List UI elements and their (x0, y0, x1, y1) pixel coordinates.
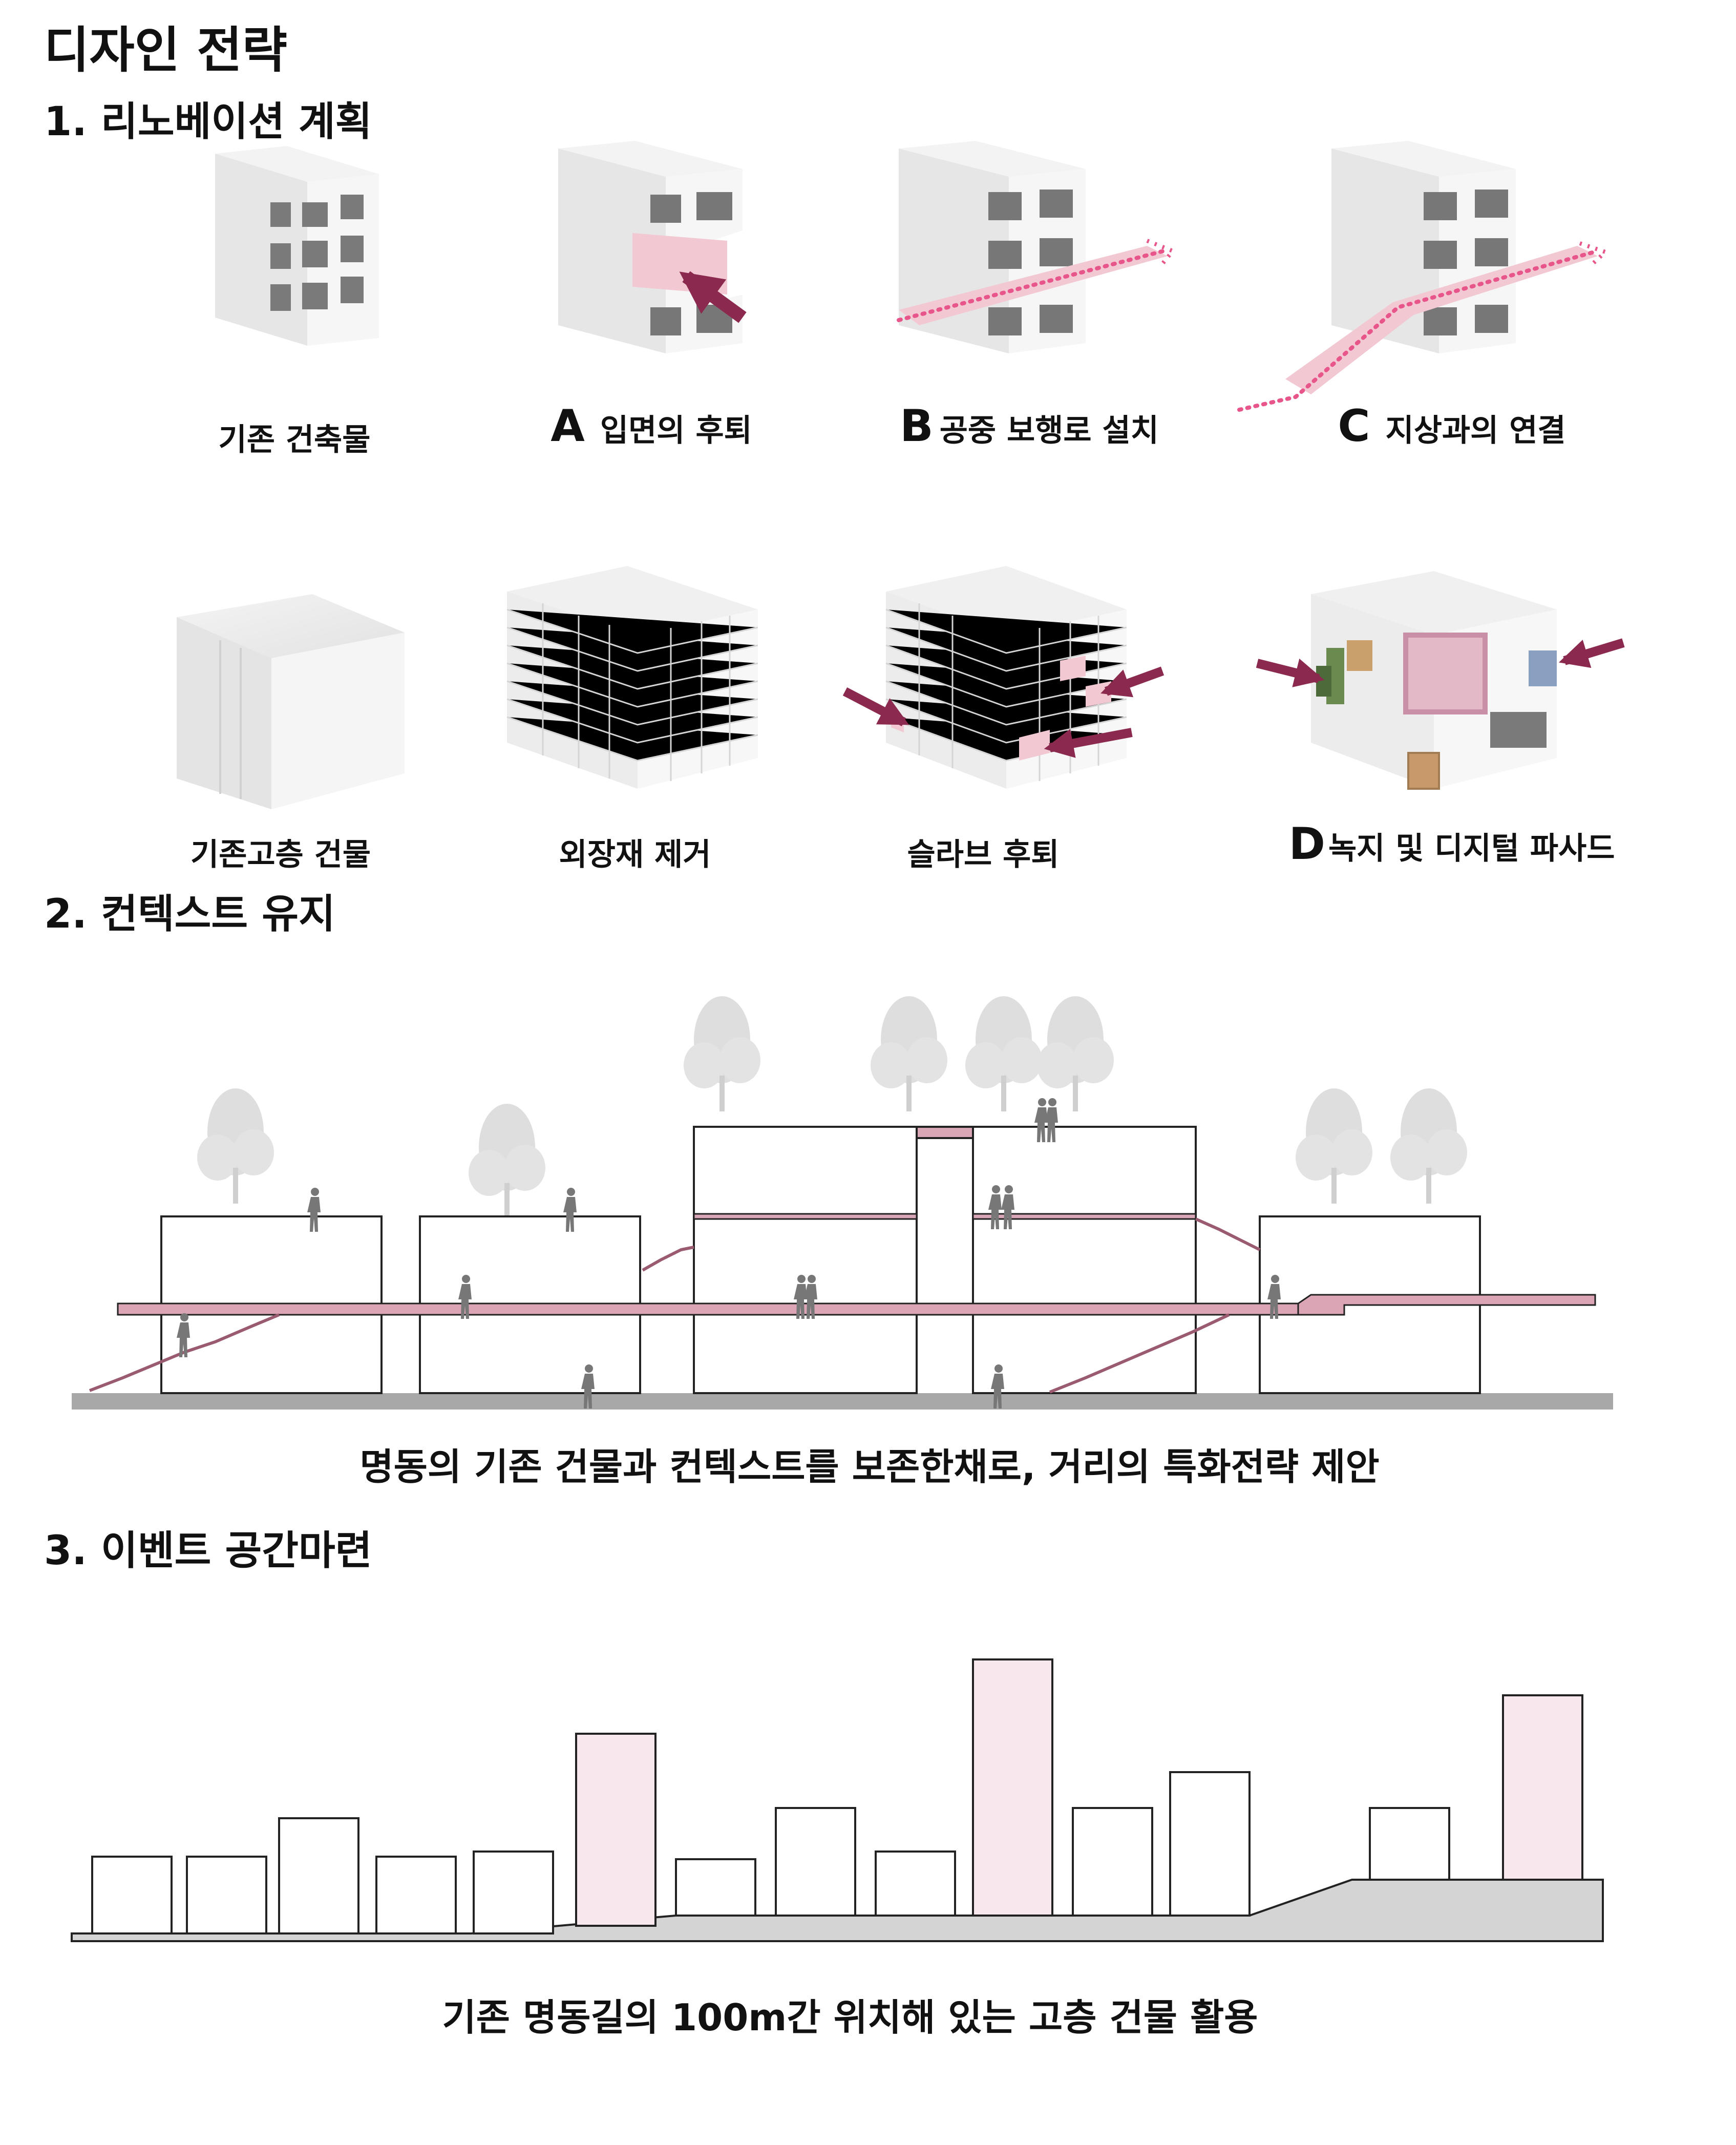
label-text: 녹지 및 디지털 파사드 (1328, 831, 1615, 867)
label-text: 입면의 후퇴 (600, 413, 752, 449)
label-existing-highrise: 기존고층 건물 (190, 825, 371, 876)
ground-connection-model (1237, 141, 1610, 412)
label-text: 지상과의 연결 (1385, 413, 1566, 449)
existing-highrise-model (177, 594, 405, 809)
arrow-icon (1256, 658, 1325, 687)
existing-building-model (215, 146, 379, 346)
highrise-highlight (1502, 1694, 1583, 1881)
arrow-icon (842, 687, 909, 726)
tree-icon (1296, 1088, 1372, 1204)
label-letter: C (1338, 401, 1370, 452)
ground-slab (72, 1393, 1613, 1410)
facade-setback-model (558, 141, 747, 353)
tree-icon (1390, 1088, 1467, 1204)
label-slab-setback: 슬라브 후퇴 (907, 825, 1060, 876)
section-2-heading: 2. 컨텍스트 유지 (44, 891, 335, 937)
street-elevation (71, 1658, 1604, 1942)
label-facade-setback: A 입면의 후퇴 (551, 401, 752, 452)
page-title: 디자인 전략 (44, 22, 288, 79)
cladding-removed-model (506, 566, 758, 789)
tree-icon (469, 1104, 545, 1219)
section-3-caption: 기존 명동길의 100m간 위치해 있는 고층 건물 활용 (442, 1996, 1258, 2039)
tree-icon (197, 1088, 274, 1204)
arrow-icon (1100, 666, 1165, 698)
label-existing-building: 기존 건축물 (203, 410, 371, 461)
tree-icon (965, 996, 1042, 1111)
section-building-3 (693, 1126, 918, 1394)
arrow-icon (1558, 638, 1625, 668)
street-section (72, 996, 1613, 1410)
section-2-caption: 명동의 기존 건물과 컨텍스트를 보존한채로, 거리의 특화전략 제안 (359, 1445, 1380, 1488)
section-building-4 (972, 1126, 1197, 1394)
label-text: 기존고층 건물 (190, 837, 371, 873)
label-letter: D (1288, 818, 1325, 870)
section-1-heading: 1. 리노베이션 계획 (44, 99, 372, 145)
skywalk-model (897, 141, 1176, 353)
tree-icon (871, 996, 947, 1111)
label-cladding-removal: 외장재 제거 (559, 825, 711, 876)
label-text: 외장재 제거 (559, 837, 711, 873)
label-text: 공중 보행로 설치 (939, 413, 1159, 449)
label-text: 기존 건축물 (218, 422, 371, 458)
arrow-icon (1044, 728, 1133, 758)
green-digital-facade-model (1256, 571, 1625, 790)
tree-icon (1037, 996, 1114, 1111)
label-ground-connection: C 지상과의 연결 (1338, 401, 1565, 452)
highrise-highlight (575, 1733, 657, 1927)
label-letter: A (551, 401, 585, 452)
section-3-heading: 3. 이벤트 공간마련 (44, 1528, 372, 1574)
label-text: 슬라브 후퇴 (907, 837, 1060, 873)
arrow-icon (679, 271, 747, 323)
slab-setback-model (842, 566, 1165, 789)
tree-icon (684, 996, 760, 1111)
highrise-highlight (972, 1658, 1053, 1917)
label-letter: B (900, 401, 934, 452)
